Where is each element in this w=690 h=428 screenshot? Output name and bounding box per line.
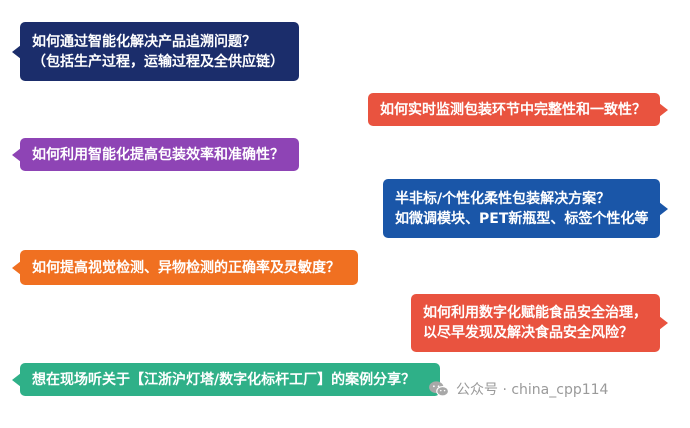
question-bubble-food-safety: 如何利用数字化赋能食品安全治理， 以尽早发现及解决食品安全风险？: [411, 294, 668, 352]
bubble-text-line: 如何通过智能化解决产品追溯问题？: [32, 33, 256, 50]
watermark: 公众号 · china_cpp114: [428, 378, 608, 400]
bubble-text-line: 如何利用数字化赋能食品安全治理，: [423, 305, 647, 321]
bubble-text-line: 如何提高视觉检测、异物检测的正确率及灵敏度？: [32, 259, 340, 276]
bubble-text-line: 想在现场听关于【江浙沪灯塔/数字化标杆工厂】的案例分享？: [32, 371, 416, 388]
bubble-text-line: 如何实时监测包装环节中完整性和一致性？: [380, 101, 646, 118]
bubble-text-line: 如何利用智能化提高包装效率和准确性？: [32, 146, 284, 163]
question-bubble-packaging-efficiency: 如何利用智能化提高包装效率和准确性？: [12, 138, 299, 171]
bubble-text-line: 以尽早发现及解决食品安全风险？: [423, 325, 633, 341]
question-bubble-traceability: 如何通过智能化解决产品追溯问题？ （包括生产过程，运输过程及全供应链）: [12, 22, 299, 81]
bubble-text-line: 如微调模块、PET新瓶型、标签个性化等: [395, 210, 649, 227]
watermark-text: 公众号 · china_cpp114: [456, 382, 609, 398]
question-bubble-case-sharing: 想在现场听关于【江浙沪灯塔/数字化标杆工厂】的案例分享？: [12, 363, 440, 396]
question-bubble-packaging-monitoring: 如何实时监测包装环节中完整性和一致性？: [368, 93, 668, 126]
question-bubble-flexible-packaging: 半非标/个性化柔性包装解决方案？ 如微调模块、PET新瓶型、标签个性化等: [383, 179, 668, 238]
bubble-text-line: 半非标/个性化柔性包装解决方案？: [395, 190, 611, 207]
bubble-text-line: （包括生产过程，运输过程及全供应链）: [32, 53, 284, 70]
question-bubble-visual-inspection: 如何提高视觉检测、异物检测的正确率及灵敏度？: [12, 250, 358, 285]
wechat-icon: [429, 381, 449, 397]
